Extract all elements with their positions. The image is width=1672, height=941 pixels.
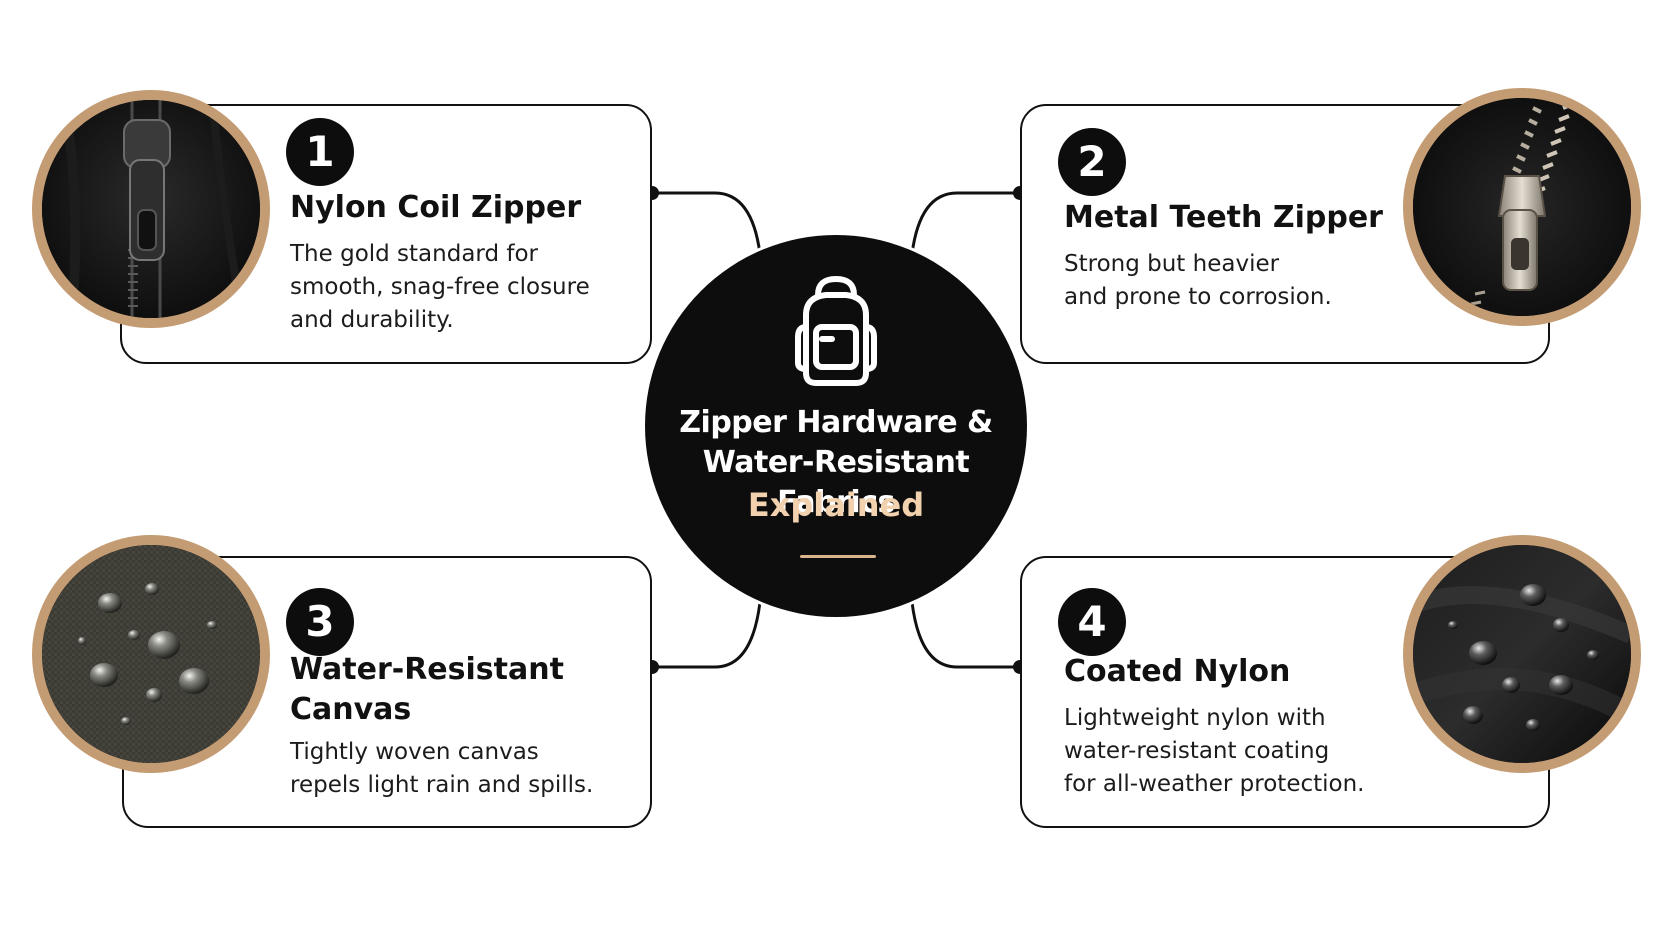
hub-title-line-2: Water-Resistant Fabrics [702, 445, 970, 520]
connector-card-4 [910, 601, 1020, 669]
connector-card-2 [910, 191, 1020, 255]
card-title: Water-Resistant Canvas [290, 652, 564, 727]
water-droplets-canvas-photo [32, 535, 270, 773]
center-hub: Zipper Hardware & Water-Resistant Fabric… [645, 235, 1027, 617]
card-description: Tightly woven canvas repels light rain a… [290, 739, 594, 798]
connector-card-3 [652, 601, 762, 669]
water-droplets-nylon-photo [1403, 535, 1641, 773]
hub-title: Zipper Hardware & Water-Resistant Fabric… [645, 403, 1027, 523]
nylon-coil-zipper-photo [32, 90, 270, 328]
connector-card-1 [652, 191, 762, 255]
number-badge: 3 [286, 588, 354, 656]
number-badge: 4 [1058, 588, 1126, 656]
backpack-icon [795, 276, 877, 386]
card-description: The gold standard for smooth, snag-free … [290, 241, 590, 333]
number-badge: 2 [1058, 128, 1126, 196]
card-title: Nylon Coil Zipper [290, 190, 582, 225]
card-title: Coated Nylon [1064, 654, 1291, 689]
number-badge: 1 [286, 118, 354, 186]
card-title: Metal Teeth Zipper [1064, 200, 1383, 235]
metal-teeth-zipper-photo [1403, 88, 1641, 326]
hub-title-line-1: Zipper Hardware & [679, 405, 993, 440]
card-description: Lightweight nylon with water-resistant c… [1064, 705, 1365, 797]
card-description: Strong but heavier and prone to corrosio… [1064, 251, 1332, 310]
hub-divider [800, 555, 876, 558]
hub-accent-text: Explained [747, 486, 925, 524]
